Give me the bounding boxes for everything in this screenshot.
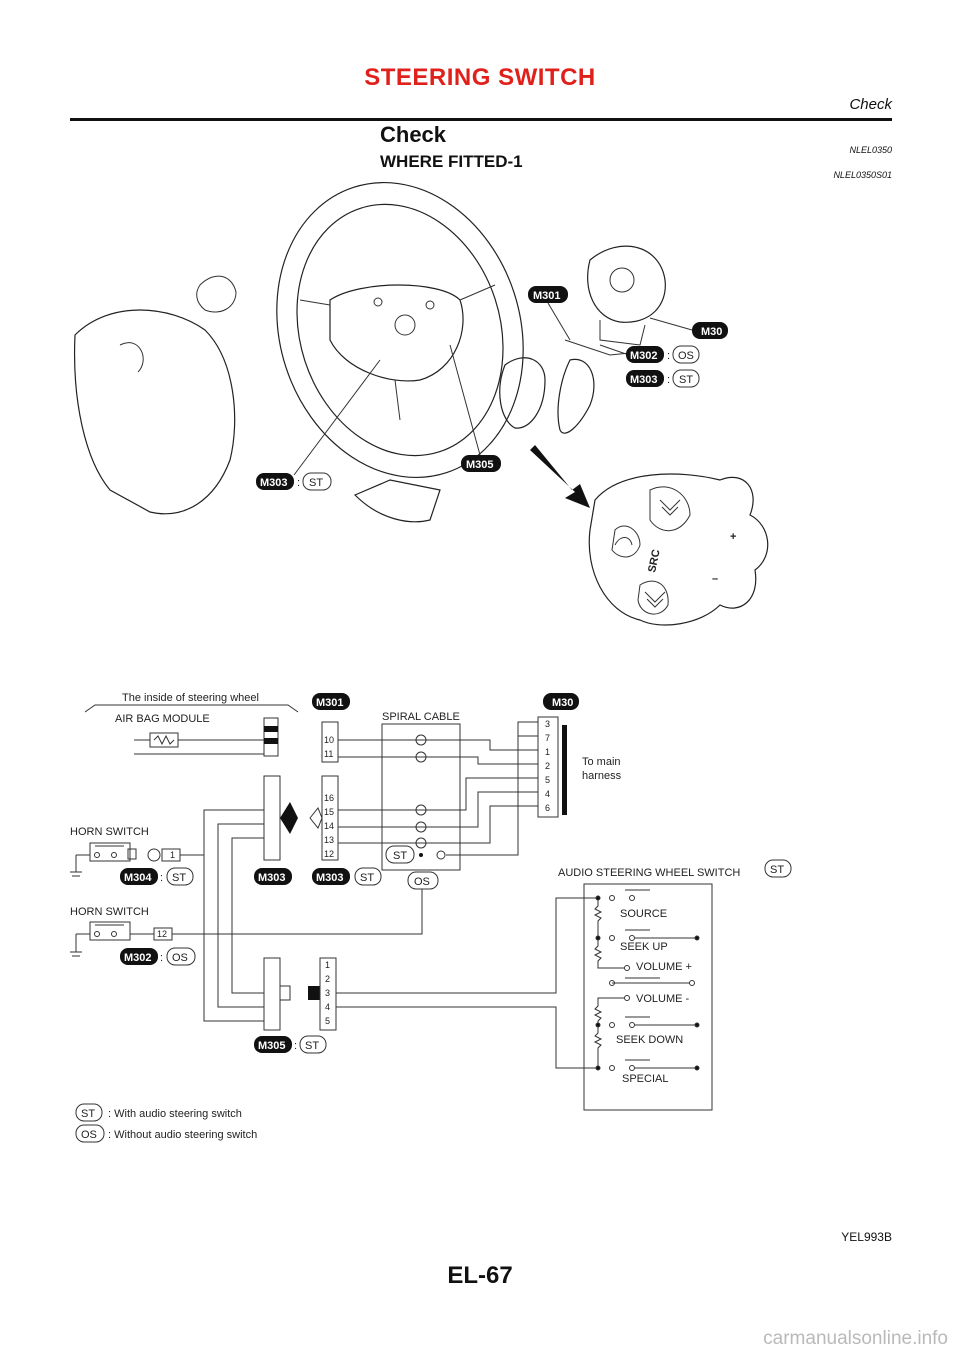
svg-text:OS: OS <box>81 1129 97 1141</box>
header-rule <box>70 118 892 121</box>
audio-switch-closeup-drawing: SRC + – <box>588 473 769 626</box>
svg-text::: : <box>297 477 300 489</box>
svg-text:4: 4 <box>545 789 550 799</box>
svg-text:OS: OS <box>678 350 694 362</box>
watermark-link[interactable]: carmanualsonline.info <box>763 1328 948 1349</box>
svg-text:1: 1 <box>325 960 330 970</box>
figure-code: YEL993B <box>841 1230 892 1244</box>
svg-text:3: 3 <box>545 719 550 729</box>
svg-text:14: 14 <box>324 821 334 831</box>
svg-text:M305: M305 <box>258 1040 286 1052</box>
horn-switch-2-label: HORN SWITCH <box>70 906 149 918</box>
svg-text:M30: M30 <box>552 697 573 709</box>
svg-text::: : <box>294 1040 297 1052</box>
svg-text:3: 3 <box>325 988 330 998</box>
svg-text:ST: ST <box>360 872 374 884</box>
svg-text:: Without audio steering switc: : Without audio steering switch <box>108 1129 257 1141</box>
svg-text:OS: OS <box>172 952 188 964</box>
svg-text:7: 7 <box>545 733 550 743</box>
svg-text:M30: M30 <box>701 326 722 338</box>
inside-steering-wheel-label: The inside of steering wheel <box>122 692 259 704</box>
svg-text:ST: ST <box>305 1040 319 1052</box>
subsection-title: WHERE FITTED-1 <box>380 152 523 171</box>
svg-text:M303: M303 <box>630 374 658 386</box>
section-code: NLEL0350 <box>849 145 892 155</box>
switch-label-seek-down: SEEK DOWN <box>616 1034 683 1046</box>
air-bag-module-label: AIR BAG MODULE <box>115 713 210 725</box>
svg-text::: : <box>667 374 670 386</box>
m301-connector-tag <box>312 693 350 710</box>
src-button-label: SRC <box>646 548 663 573</box>
plus-button-label: + <box>730 531 736 543</box>
switch-label-source: SOURCE <box>620 908 667 920</box>
svg-text:ST: ST <box>679 374 693 386</box>
svg-text:6: 6 <box>545 803 550 813</box>
svg-text:harness: harness <box>582 770 622 782</box>
svg-text:M301: M301 <box>533 290 561 302</box>
steering-wheel-drawing <box>276 182 524 478</box>
svg-text:M303: M303 <box>316 872 344 884</box>
svg-text:M303: M303 <box>260 477 288 489</box>
svg-text:ST: ST <box>81 1108 95 1120</box>
svg-text:ST: ST <box>393 850 407 862</box>
svg-text:ST: ST <box>172 872 186 884</box>
svg-text:2: 2 <box>325 974 330 984</box>
svg-text:5: 5 <box>325 1016 330 1026</box>
page-header-title: STEERING SWITCH <box>364 64 596 91</box>
section-title: Check <box>380 122 447 147</box>
illus-callout-m302: M302 : OS <box>599 344 700 364</box>
svg-text:12: 12 <box>157 929 167 939</box>
subsection-code: NLEL0350S01 <box>833 170 892 180</box>
svg-text:2: 2 <box>545 761 550 771</box>
svg-text::: : <box>160 872 163 884</box>
illus-callout-m303-left: M303 : ST <box>256 359 381 491</box>
svg-text:ST: ST <box>770 864 784 876</box>
illus-callout-m305: M305 <box>449 344 501 472</box>
schematic: The inside of steering wheel AIR BAG MOD… <box>70 692 792 1143</box>
svg-text:M302: M302 <box>630 350 658 362</box>
svg-text:OS: OS <box>414 876 430 888</box>
page-header-subtitle: Check <box>849 96 892 113</box>
svg-text::: : <box>160 952 163 964</box>
svg-text:M302: M302 <box>124 952 152 964</box>
svg-text:: With audio steering switch: : With audio steering switch <box>108 1108 242 1120</box>
switch-label-special: SPECIAL <box>622 1073 668 1085</box>
to-main-harness-label: To main <box>582 756 621 768</box>
svg-text:M304: M304 <box>124 872 152 884</box>
illus-callout-m30: M30 <box>649 317 728 339</box>
spiral-cable-label: SPIRAL CABLE <box>382 711 460 723</box>
svg-text:16: 16 <box>324 793 334 803</box>
callout-arrow-drawing <box>530 445 590 508</box>
svg-text:5: 5 <box>545 775 550 785</box>
svg-text:1: 1 <box>170 850 175 860</box>
switch-label-volume-plus: VOLUME + <box>636 961 692 973</box>
svg-text:ST: ST <box>309 477 323 489</box>
svg-text:12: 12 <box>324 849 334 859</box>
svg-text::: : <box>667 350 670 362</box>
svg-text:1: 1 <box>545 747 550 757</box>
spiral-cable-drawing <box>564 245 666 356</box>
audio-switch-title: AUDIO STEERING WHEEL SWITCH <box>558 867 740 879</box>
m30-connector-tag <box>543 693 579 710</box>
svg-text:10: 10 <box>324 735 334 745</box>
svg-text:M303: M303 <box>258 872 286 884</box>
svg-text:4: 4 <box>325 1002 330 1012</box>
switch-parts-drawing <box>353 357 595 523</box>
page-number: EL-67 <box>447 1262 513 1289</box>
legend: ST : With audio steering switch OS : Wit… <box>75 1103 257 1143</box>
airbag-module-drawing <box>73 275 237 515</box>
minus-button-label: – <box>712 573 718 585</box>
svg-text:M305: M305 <box>466 459 494 471</box>
horn-switch-1-label: HORN SWITCH <box>70 826 149 838</box>
svg-text:15: 15 <box>324 807 334 817</box>
switch-label-seek-up: SEEK UP <box>620 941 668 953</box>
svg-text:11: 11 <box>324 749 333 759</box>
svg-text:M301: M301 <box>316 697 344 709</box>
switch-label-volume-minus: VOLUME - <box>636 993 690 1005</box>
illus-callout-m303-right: M303 : ST <box>626 369 700 388</box>
illus-callout-m301: M301 <box>528 286 571 341</box>
svg-text:13: 13 <box>324 835 334 845</box>
